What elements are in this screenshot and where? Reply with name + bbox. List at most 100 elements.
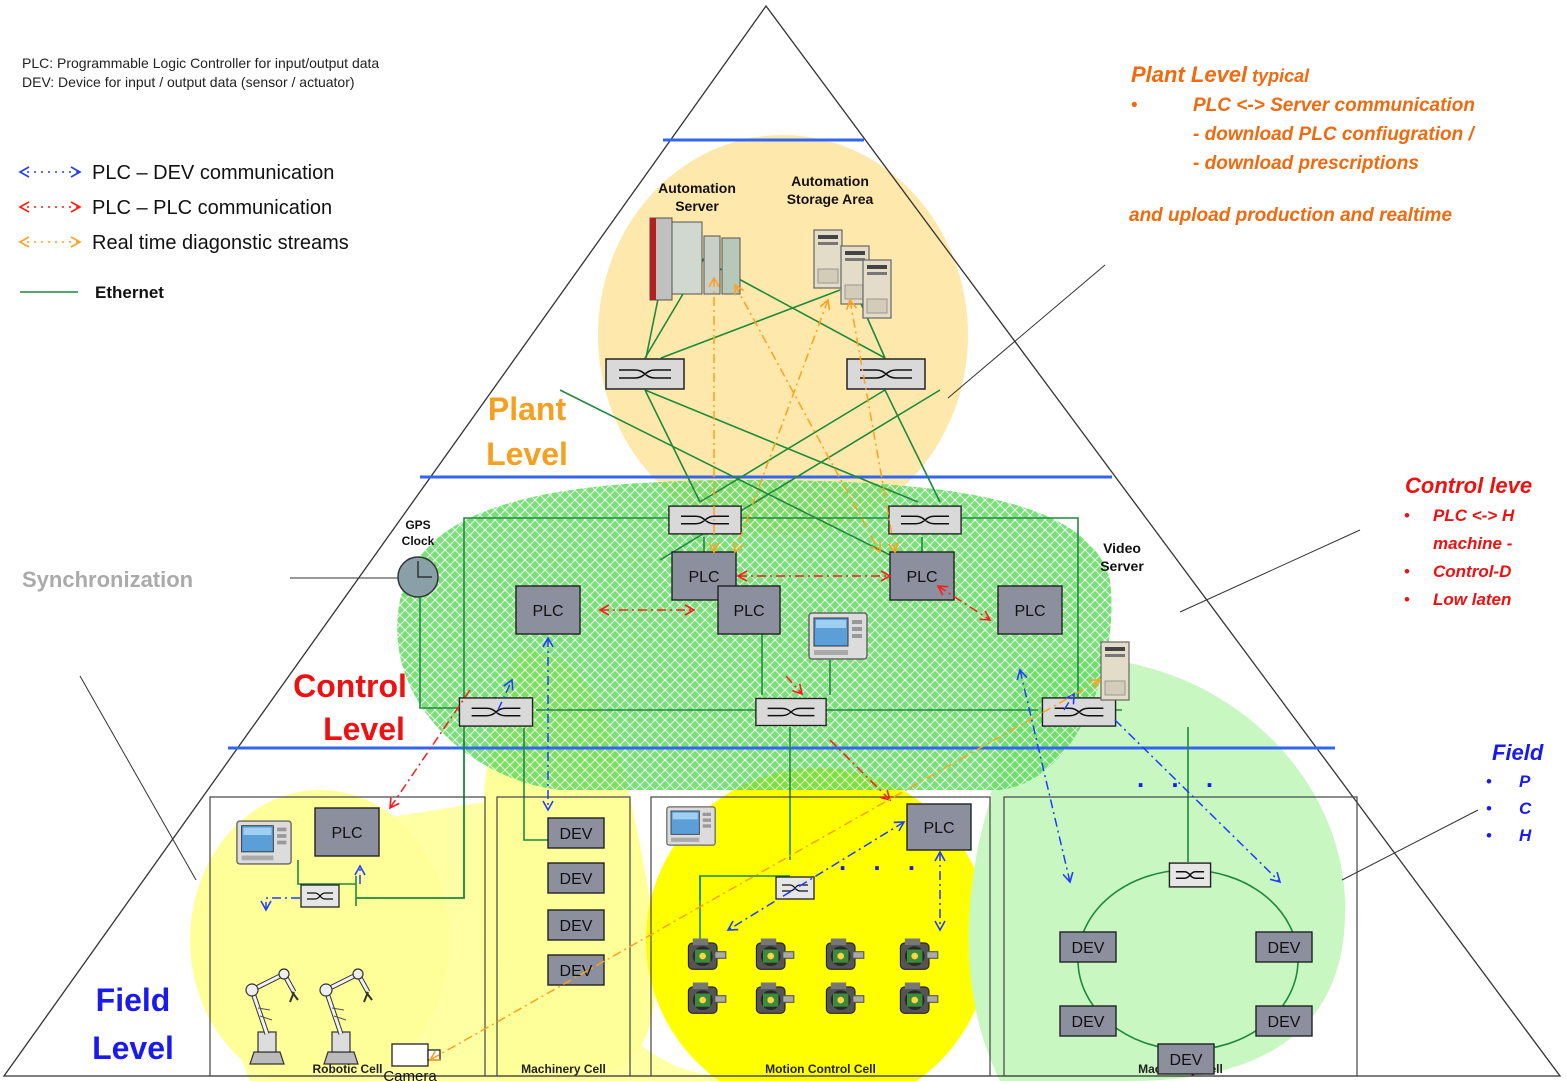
hmi-panel-icon [236,820,292,865]
ethernet-switch-icon [604,358,686,390]
plc-label: PLC [1014,603,1045,620]
plant-callout-title: Plant Level typical [1131,62,1310,87]
field-callout-line: C [1519,799,1532,818]
control-callout-title-main: Control leve [1405,473,1532,498]
control-level-label: Control [293,668,407,704]
video-label: Video [1103,540,1141,556]
plc-label: PLC [733,603,764,620]
plant-callout-line: - download prescriptions [1193,153,1419,174]
dev-label: DEV [1268,1014,1301,1031]
control-level-label: Level [323,711,405,747]
server-rack [671,221,703,295]
video-server-icon [1100,641,1130,701]
control-callout-bullet: • [1404,506,1410,525]
diagnostic-arrow [732,298,831,554]
field-level-label: Level [92,1030,174,1066]
plc-label: PLC [688,569,719,586]
storage-server-icon [862,259,892,319]
plant-leader [947,264,1106,399]
plant-callout-title-suffix: typical [1247,66,1310,86]
plc-label: PLC [923,820,954,837]
server-rack [721,237,741,295]
storage-label: Storage Area [787,191,874,207]
plant-callout-line: - download PLC confiugration / [1193,124,1475,145]
legend-label: PLC – DEV communication [92,162,334,184]
gps-label: Clock [402,534,435,548]
dev-label: DEV [1170,1052,1203,1069]
control-callout-line: Low laten [1433,590,1511,609]
field-callout-line: H [1519,826,1532,845]
diagnostic-arrow [428,679,1102,1061]
switch-icon [775,876,815,900]
plant-level-label: Level [486,436,568,472]
hmi-panel-icon [808,612,868,660]
ethernet-switch-icon [458,697,534,727]
control-callout-line: Control-D [1433,562,1511,581]
control-callout-title: Control leve [1405,473,1532,498]
field-callout-bullet: • [1486,772,1492,791]
ellipsis-motion: . . . [839,846,925,876]
plc-box [717,585,781,635]
plc-box [515,585,581,635]
plc-box [997,585,1063,635]
abbrev-dev: DEV: Device for input / output data (sen… [22,74,355,90]
legend-label: PLC – PLC communication [92,197,332,219]
switch-icon [300,884,340,908]
storage-label: Automation [791,173,869,189]
server-rack [703,235,721,295]
control-leader [1179,529,1361,613]
control-callout-line: PLC <-> H [1433,506,1515,525]
abbrev-plc: PLC: Programmable Logic Controller for i… [22,55,379,71]
field-callout-bullet: • [1486,826,1492,845]
ellipsis-right: . . . [1137,763,1223,793]
hmi-panel-icon [666,806,716,846]
ethernet-switch-icon [845,358,927,390]
plc-label: PLC [331,825,362,842]
cell-label: Motion Control Cell [765,1062,876,1076]
server-label: Server [675,198,719,214]
field-level-label: Field [96,982,171,1018]
control-callout-line: machine - [1433,534,1513,553]
dev-label: DEV [560,918,593,935]
dev-label: DEV [560,871,593,888]
field-callout-bullet: • [1486,799,1492,818]
server-label: Automation [658,180,736,196]
communication-arrows [260,276,1282,1061]
diagnostic-arrow [845,298,900,554]
gps-label: GPS [405,518,430,532]
ethernet-switch-icon [888,505,962,535]
field-callout-title-main: Field [1492,740,1544,765]
cell-label: Machinery Cell [521,1062,606,1076]
plant-zone [598,135,968,535]
plant-callout-bullet: • [1131,95,1138,116]
ethernet-switch-icon [1041,697,1117,727]
dev-label: DEV [1268,940,1301,957]
storage-server-icon [813,229,843,289]
text-labels: PLC: Programmable Logic Controller for i… [18,55,1544,1066]
control-zone [397,480,1112,790]
dev-box [1255,1005,1313,1037]
dev-box [1255,931,1313,963]
cell-label: Robotic Cell [312,1062,382,1076]
dev-label: DEV [1072,940,1105,957]
callout-leaders [79,264,1479,881]
control-callout-bullet: • [1404,590,1410,609]
switch-icon [1168,862,1212,888]
plant-callout-title-main: Plant Level [1131,62,1248,87]
field-leader [1341,809,1479,881]
plc-plc-arrow [936,585,992,621]
dev-label: DEV [560,826,593,843]
camera-label: Camera [383,1068,437,1081]
clock-hands [417,561,432,578]
plc-dev-arrow [260,897,300,912]
dev-box [1157,1043,1215,1075]
plant-callout-line: PLC <-> Server communication [1193,95,1475,116]
control-callout-bullet: • [1404,562,1410,581]
plant-callout-footer: and upload production and realtime [1129,205,1452,226]
plant-level-label: Plant [488,391,567,427]
legend-label: Real time diagonstic streams [92,232,349,254]
ethernet-switch-icon [668,505,742,535]
legend-label: Ethernet [95,283,164,302]
plc-box [314,807,380,857]
